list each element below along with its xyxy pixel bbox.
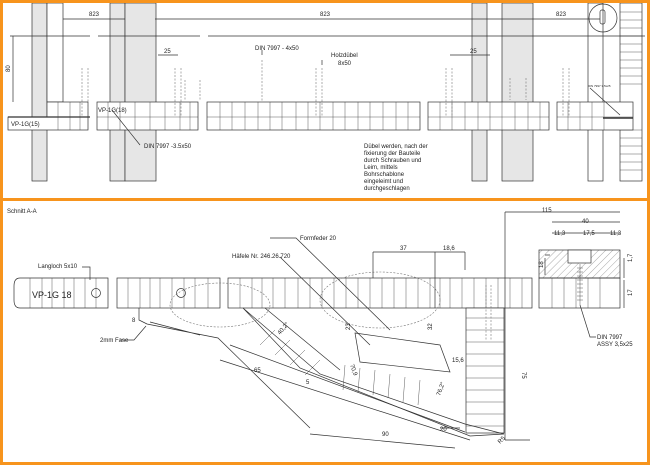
dimension-lines [82, 211, 625, 449]
dim-5: 5 [306, 380, 310, 386]
dim-15-6: 15,6 [452, 358, 464, 364]
post [471, 3, 488, 182]
dim-25-right: 25 [470, 49, 477, 55]
dim-25-left: 25 [164, 49, 171, 55]
svg-text:Dübel werden, nach der: Dübel werden, nach der [364, 144, 428, 150]
formfeder-label: Formfeder 20 [300, 236, 337, 242]
svg-text:durchgeschlagen: durchgeschlagen [364, 186, 410, 192]
wall [619, 3, 643, 182]
dim-18-6: 18,6 [443, 246, 455, 252]
dim-823-left: 823 [89, 12, 100, 18]
svg-text:Leim, mittels: Leim, mittels [364, 165, 398, 171]
screw-label: DIN 7997 - 4x50 [255, 46, 299, 52]
dim-17: 17 [628, 289, 634, 296]
section-title: Schnitt A-A [7, 209, 37, 215]
svg-text:Bohrschablone: Bohrschablone [364, 172, 405, 178]
top-view: 823 823 823 80 25 25 DIN 7997 - 4x50 Hol… [6, 3, 645, 192]
post [31, 3, 48, 182]
screw-label-1: DIN 7997 [597, 335, 623, 341]
post [587, 3, 604, 182]
dim-18: 18 [539, 261, 545, 268]
dim-23: 23 [346, 323, 352, 330]
post [109, 3, 126, 182]
dim-823-mid: 823 [320, 12, 331, 18]
section-divider [3, 198, 647, 201]
svg-text:fixierung der Bauteile: fixierung der Bauteile [364, 151, 421, 157]
dowel-label: Holzdübel [331, 53, 358, 59]
post [501, 3, 534, 182]
dim-11-3-b: 11,3 [610, 231, 622, 237]
technical-drawing: 823 823 823 80 25 25 DIN 7997 - 4x50 Hol… [6, 3, 645, 449]
dim-40: 40 [582, 219, 589, 225]
panel-label-15: VP-1G(15) [11, 122, 40, 128]
dim-823-right: 823 [556, 12, 567, 18]
angled-part [138, 307, 505, 441]
dim-20: 20 [440, 427, 447, 433]
dim-32: 32 [428, 323, 434, 330]
screw-label-small: DIN 7997 3.5x25 [588, 84, 611, 88]
dim-11-3-a: 11,3 [554, 231, 566, 237]
dim-8: 8 [132, 318, 136, 324]
angle-70: 70,9 [348, 364, 358, 378]
dim-65: 65 [254, 368, 261, 374]
panel-label: VP-1G 18 [32, 290, 72, 300]
dim-37: 37 [400, 246, 407, 252]
dim-80: 80 [6, 65, 12, 72]
boards [7, 101, 634, 131]
dowel-size: 8x50 [338, 61, 352, 67]
screw-label-2: ASSY 3,5x25 [597, 342, 633, 348]
dim-r5: R5 [497, 435, 507, 445]
svg-text:durch Schrauben und: durch Schrauben und [364, 158, 421, 164]
section-boards [13, 249, 621, 434]
screw-label-2: DIN 7997 -3.5x50 [144, 144, 192, 150]
dim-1-7: 1,7 [628, 253, 634, 262]
svg-text:eingeleimt und: eingeleimt und [364, 179, 403, 185]
fase-label: 2mm Fase [100, 338, 129, 344]
hafele-label: Häfele Nr. 246.26.720 [232, 254, 291, 260]
post [46, 3, 64, 103]
dim-17-5: 17,5 [583, 231, 595, 237]
angle-76: 76,2° [436, 381, 447, 397]
dim-75: 75 [520, 372, 526, 379]
dim-115: 115 [542, 208, 552, 214]
angle-40: 40,2° [277, 321, 291, 336]
section-view: Schnitt A-A [7, 208, 634, 449]
langloch-label: Langloch 5x10 [38, 264, 78, 270]
post [124, 3, 157, 182]
hinge-icon [588, 3, 618, 33]
assembly-note: Dübel werden, nach der fixierung der Bau… [364, 144, 428, 192]
dim-90: 90 [382, 432, 389, 438]
panel-label-18: VP-1G(18) [98, 108, 127, 114]
